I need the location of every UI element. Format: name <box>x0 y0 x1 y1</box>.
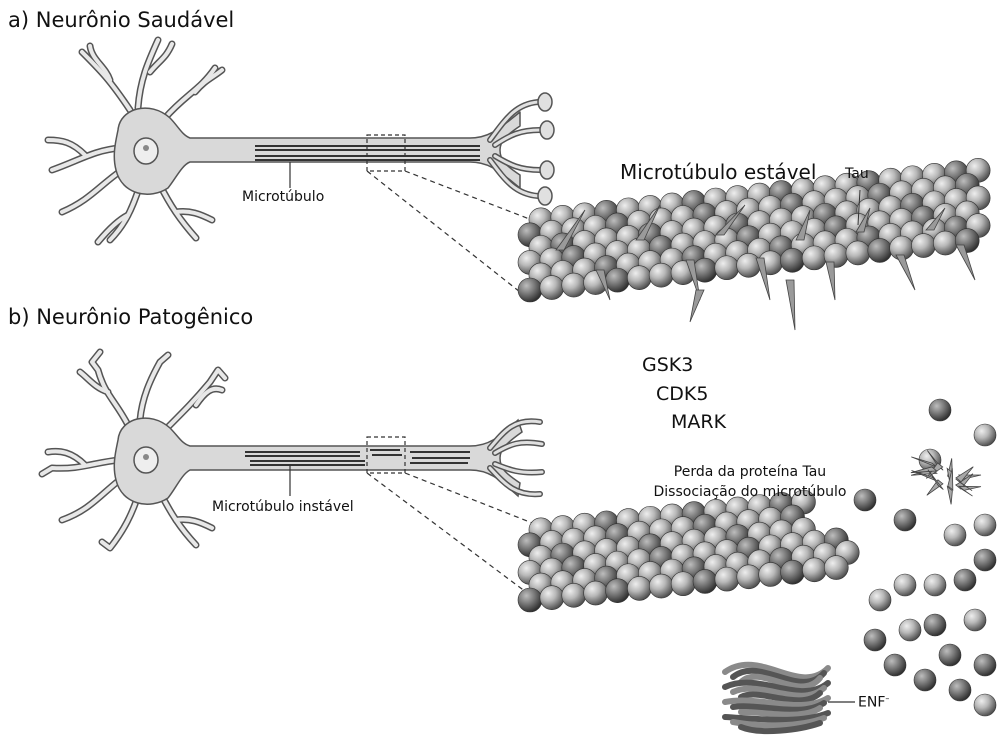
tau-spike <box>690 290 704 322</box>
tubulin-sphere <box>868 238 892 262</box>
stable-microtubule-label: Microtúbulo estável <box>620 162 816 182</box>
tubulin-sphere <box>974 549 996 571</box>
tubulin-sphere <box>715 567 739 591</box>
tubulin-sphere <box>627 266 651 290</box>
healthy-zoom-line-1 <box>367 171 520 292</box>
tau-loss-label: Perda da proteína Tau <box>650 465 850 479</box>
tubulin-sphere <box>924 574 946 596</box>
kinase-gsk3: GSK3 <box>642 356 693 375</box>
tubulin-sphere <box>737 565 761 589</box>
tubulin-sphere <box>824 556 848 580</box>
healthy-soma-axon <box>114 108 520 194</box>
tubulin-sphere <box>949 679 971 701</box>
tubulin-sphere <box>924 614 946 636</box>
tau-spike <box>826 262 835 300</box>
kinase-mark: MARK <box>671 413 726 432</box>
tubulin-sphere <box>914 669 936 691</box>
tubulin-sphere <box>562 583 586 607</box>
tau-spike <box>896 255 915 290</box>
neurofibrillary-tangle <box>725 665 828 731</box>
tubulin-sphere <box>562 273 586 297</box>
pathogenic-zoom-line-2 <box>405 473 545 528</box>
tubulin-sphere <box>802 558 826 582</box>
tubulin-sphere <box>737 253 761 277</box>
tubulin-sphere <box>759 562 783 586</box>
tubulin-sphere <box>540 276 564 300</box>
tubulin-sphere <box>671 572 695 596</box>
tubulin-sphere <box>781 560 805 584</box>
tubulin-sphere <box>869 589 891 611</box>
tubulin-sphere <box>894 509 916 531</box>
tubulin-sphere <box>944 524 966 546</box>
tubulin-sphere <box>899 619 921 641</box>
panel-a-title: a) Neurônio Saudável <box>8 10 234 31</box>
dissociated-tubulin <box>854 399 996 716</box>
tubulin-sphere <box>974 654 996 676</box>
tubulin-sphere <box>584 581 608 605</box>
tubulin-sphere <box>606 579 630 603</box>
tubulin-sphere <box>974 424 996 446</box>
healthy-terminal-bulbs <box>538 93 554 205</box>
tubulin-sphere <box>518 588 542 612</box>
unstable-microtubule-label: Microtúbulo instável <box>212 500 354 514</box>
tubulin-sphere <box>964 609 986 631</box>
tubulin-sphere <box>933 231 957 255</box>
tubulin-sphere <box>911 234 935 258</box>
tubulin-sphere <box>605 268 629 292</box>
tubulin-sphere <box>693 569 717 593</box>
pathogenic-zoom-line-1 <box>367 473 530 595</box>
healthy-neuron <box>48 40 554 242</box>
tau-label: Tau <box>845 167 869 181</box>
tubulin-sphere <box>802 246 826 270</box>
tubulin-sphere <box>954 569 976 591</box>
tubulin-sphere <box>627 576 651 600</box>
microtubule-dissociation-label: Dissociação do microtúbulo <box>640 485 860 499</box>
tubulin-sphere <box>974 694 996 716</box>
pathogenic-neuron <box>42 352 542 548</box>
tubulin-sphere <box>846 241 870 265</box>
tubulin-sphere <box>518 278 542 302</box>
tubulin-sphere <box>939 644 961 666</box>
tubulin-sphere <box>864 629 886 651</box>
tubulin-sphere <box>780 248 804 272</box>
panel-b-title: b) Neurônio Patogênico <box>8 307 253 328</box>
unstable-microtubule <box>518 490 859 612</box>
tubulin-sphere <box>715 256 739 280</box>
tubulin-sphere <box>649 574 673 598</box>
tau-spike <box>786 280 795 330</box>
tubulin-sphere <box>884 654 906 676</box>
tubulin-sphere <box>929 399 951 421</box>
enf-label: ENF– <box>858 695 889 710</box>
tubulin-sphere <box>649 263 673 287</box>
kinase-cdk5: CDK5 <box>656 385 708 404</box>
microtubule-label: Microtúbulo <box>242 190 324 204</box>
tubulin-sphere <box>540 586 564 610</box>
tubulin-sphere <box>894 574 916 596</box>
tubulin-sphere <box>974 514 996 536</box>
